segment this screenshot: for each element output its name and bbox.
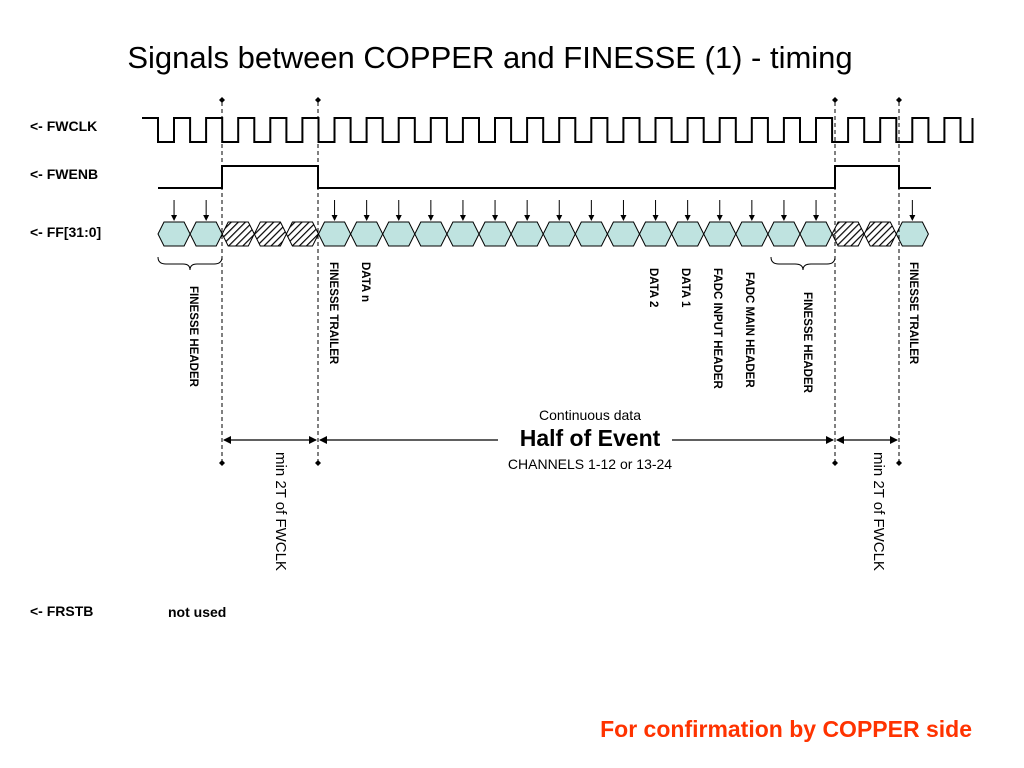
label-fadc-main-header: FADC MAIN HEADER xyxy=(743,272,755,388)
ff-cell-valid xyxy=(189,221,223,247)
sample-arrow-head xyxy=(395,215,402,221)
ff-cell-invalid xyxy=(831,221,865,247)
ff-cell-invalid xyxy=(863,221,897,247)
ff-cell-valid xyxy=(895,221,929,247)
page-title: Signals between COPPER and FINESSE (1) -… xyxy=(127,40,853,75)
sample-arrow-head xyxy=(652,215,659,221)
sample-arrow-head xyxy=(556,215,563,221)
sample-arrow-head xyxy=(909,215,916,221)
ff-cell-valid xyxy=(382,221,416,247)
sample-arrows xyxy=(171,200,916,221)
ff-cell-valid xyxy=(606,221,641,247)
ff-data-cells xyxy=(157,221,929,247)
frstb-note: not used xyxy=(168,604,227,620)
ff-cell-valid xyxy=(317,221,352,247)
ff-cell-valid xyxy=(638,221,673,247)
ff-cell-valid xyxy=(735,221,769,247)
ff-cell-valid xyxy=(671,221,705,247)
continuous-data-label: Continuous data xyxy=(539,407,641,423)
sample-arrow-head xyxy=(427,215,434,221)
ff-cell-valid xyxy=(767,221,801,247)
label-data-1: DATA 1 xyxy=(679,268,691,308)
marker-dots xyxy=(219,97,902,466)
sample-arrow-head xyxy=(203,215,210,221)
sample-arrow-head xyxy=(331,215,338,221)
ff-cell-valid xyxy=(574,221,608,247)
label-finesse-header-right: FINESSE HEADER xyxy=(801,292,813,393)
signal-label-frstb: <- FRSTB xyxy=(30,603,94,619)
timing-markers xyxy=(221,102,900,465)
sample-arrow-head xyxy=(813,215,820,221)
half-of-event-label: Half of Event xyxy=(519,425,661,451)
signal-label-ff: <- FF[31:0] xyxy=(30,224,102,240)
brace-finesse-header-left xyxy=(157,256,223,271)
signal-label-fwclk: <- FWCLK xyxy=(30,118,98,134)
channels-label: CHANNELS 1-12 or 13-24 xyxy=(507,456,673,472)
ff-cell-valid xyxy=(350,221,384,247)
ff-cell-valid xyxy=(799,221,833,247)
sample-arrow-head xyxy=(363,215,370,221)
ff-cell-valid xyxy=(542,221,576,247)
sample-arrow-head xyxy=(524,215,531,221)
brace-finesse-header-right xyxy=(770,256,836,271)
label-fadc-input-header: FADC INPUT HEADER xyxy=(711,268,723,389)
label-data-2: DATA 2 xyxy=(647,268,659,308)
label-finesse-trailer-1: FINESSE TRAILER xyxy=(327,262,339,365)
sample-arrow-head xyxy=(492,215,499,221)
sample-arrow-head xyxy=(748,215,755,221)
ff-cell-invalid xyxy=(285,221,320,247)
ff-cell-valid xyxy=(157,221,191,247)
ff-cell-valid xyxy=(703,221,737,247)
label-data-n: DATA n xyxy=(359,262,371,303)
ff-cell-valid xyxy=(446,221,480,247)
ff-cell-invalid xyxy=(253,221,287,247)
sample-arrow-head xyxy=(171,215,178,221)
signal-label-fwenb: <- FWENB xyxy=(30,166,99,182)
fwenb-waveform xyxy=(158,165,931,189)
sample-arrow-head xyxy=(459,215,466,221)
sample-arrow-head xyxy=(716,215,723,221)
confirmation-note: For confirmation by COPPER side xyxy=(600,716,972,742)
sample-arrow-head xyxy=(684,215,691,221)
sample-arrow-head xyxy=(780,215,787,221)
ff-cell-valid xyxy=(510,221,544,247)
ff-cell-valid xyxy=(414,221,448,247)
min2t-right-label: min 2T of FWCLK xyxy=(870,452,887,571)
label-finesse-header-left: FINESSE HEADER xyxy=(187,286,199,387)
ff-cell-valid xyxy=(478,221,512,247)
fwclk-waveform xyxy=(142,117,974,143)
ff-cell-invalid xyxy=(221,221,255,247)
sample-arrow-head xyxy=(620,215,627,221)
min2t-left-label: min 2T of FWCLK xyxy=(272,452,289,571)
label-finesse-trailer-2: FINESSE TRAILER xyxy=(907,262,919,365)
sample-arrow-head xyxy=(588,215,595,221)
